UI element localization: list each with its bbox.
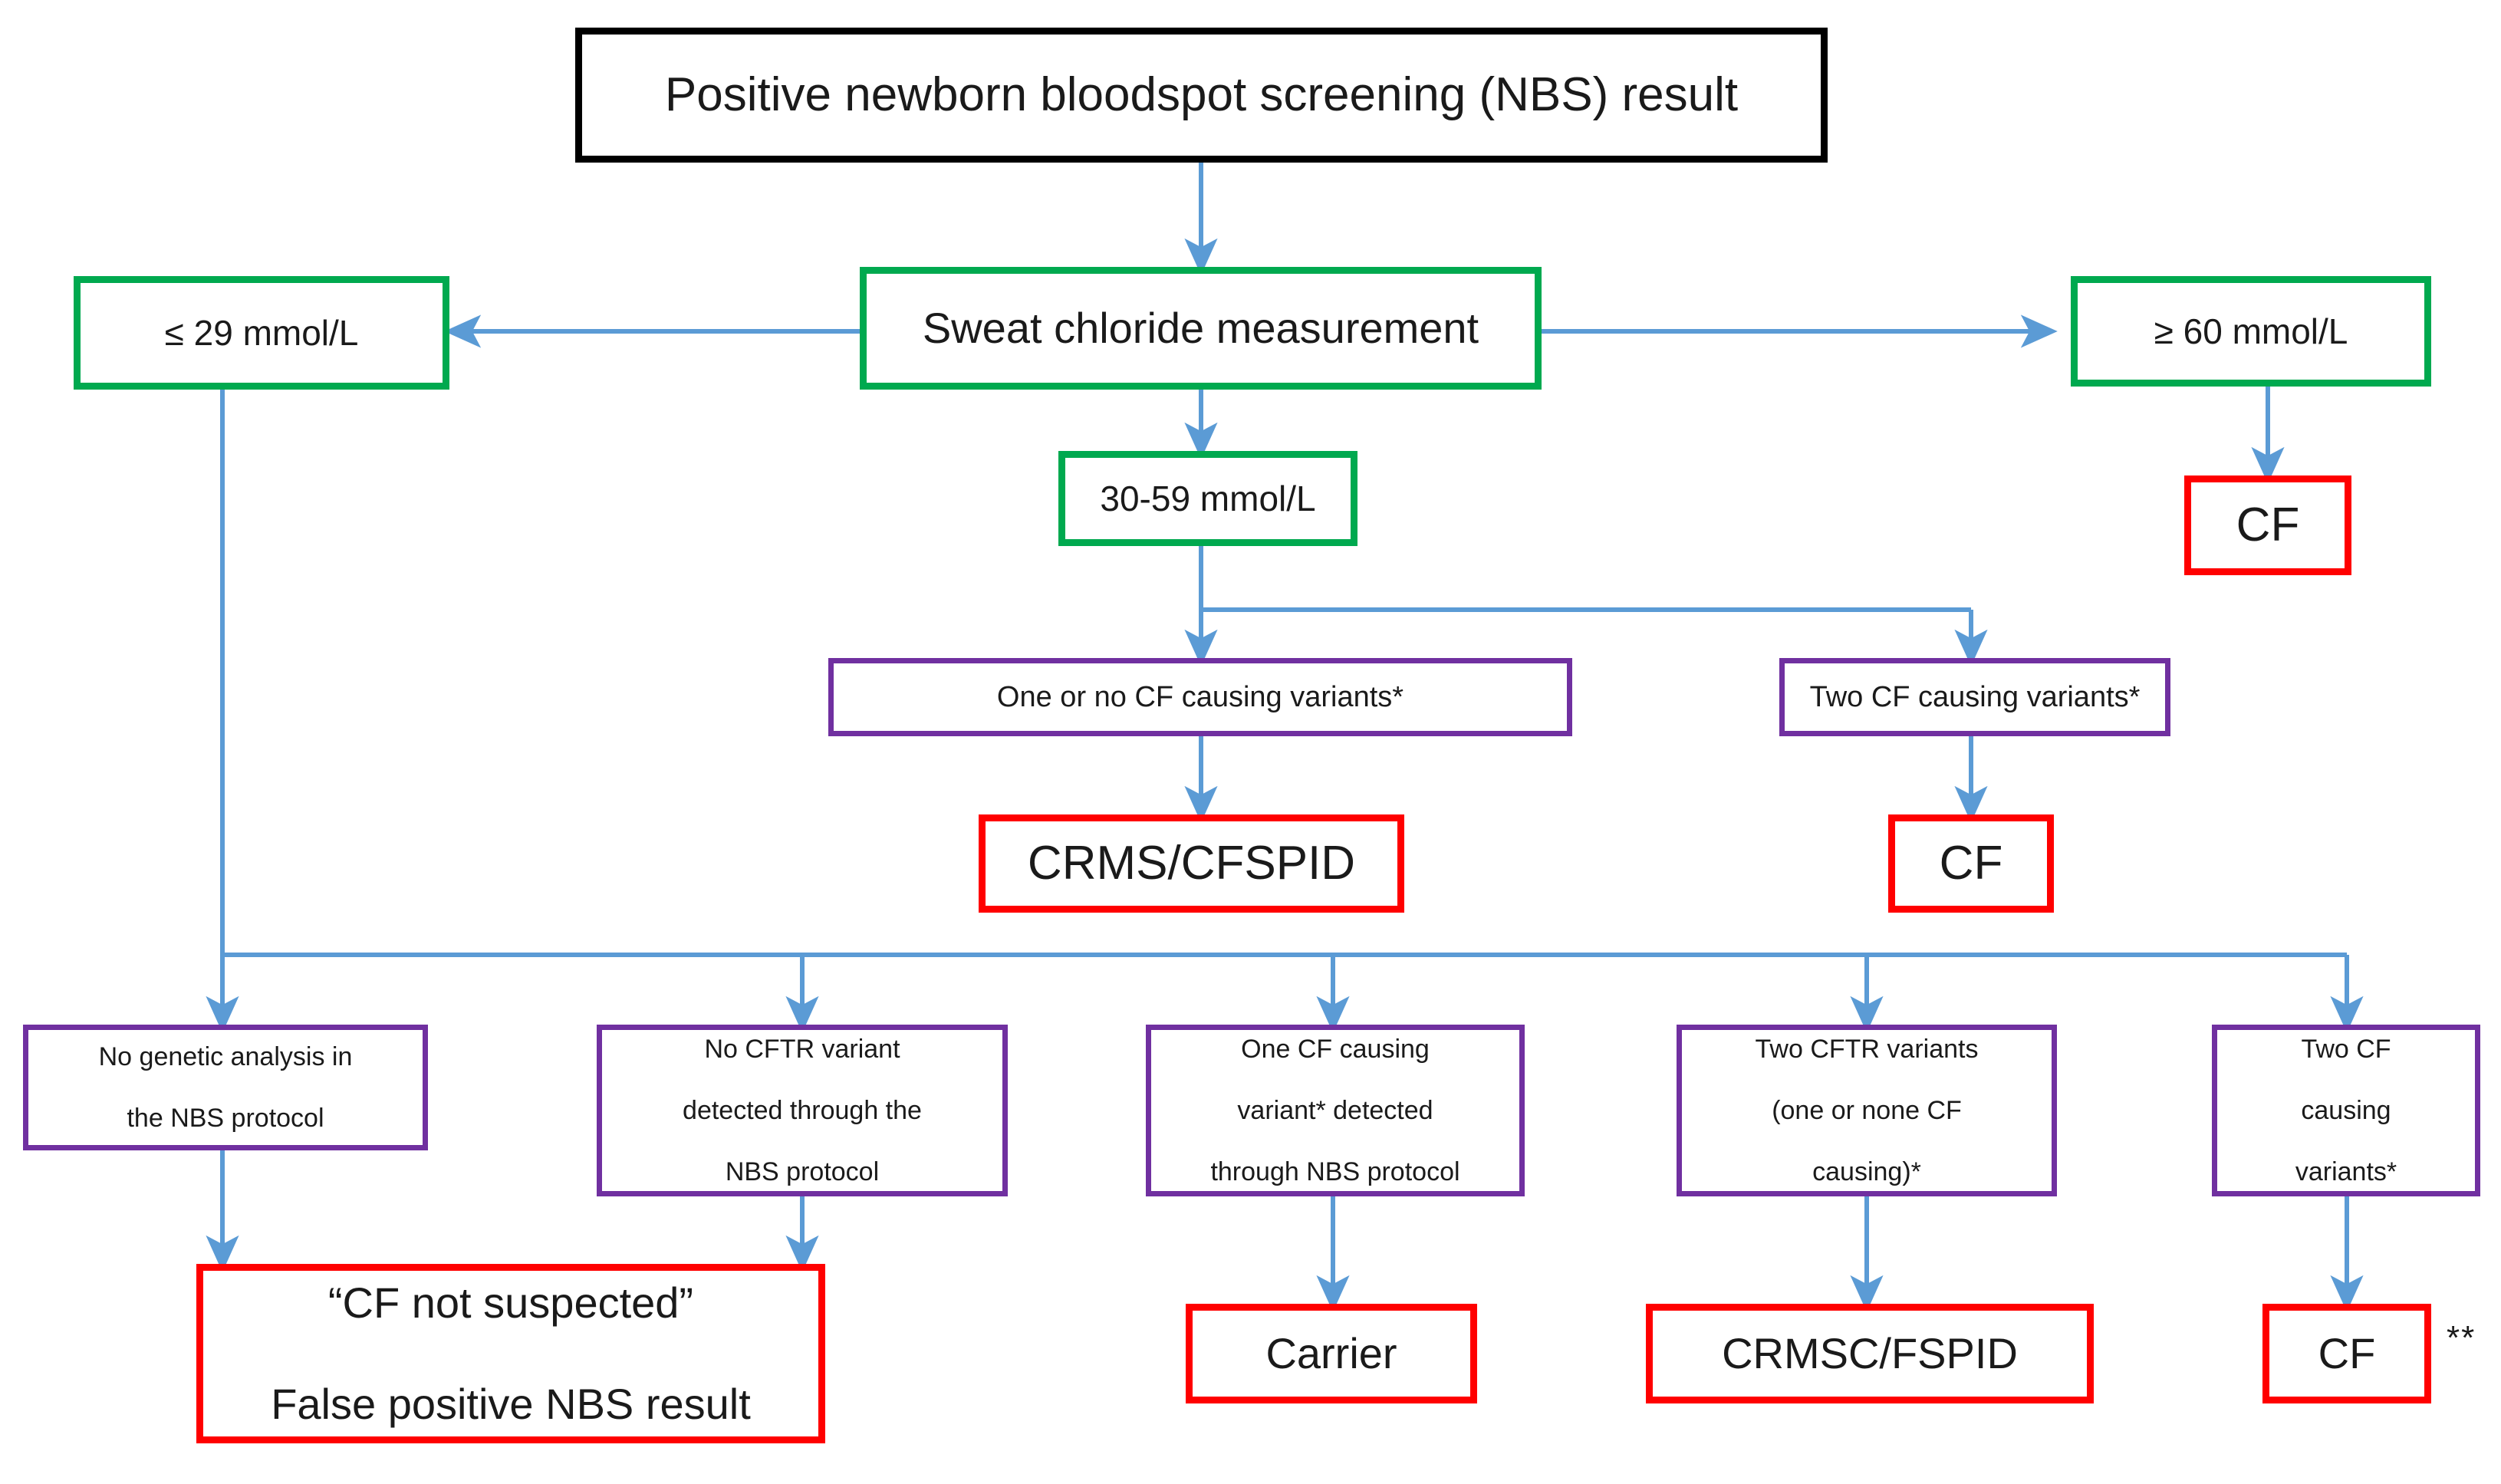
- node-label: Sweat chloride measurement: [922, 303, 1479, 352]
- node-label: Two CFTR variants (one or none CF causin…: [1690, 1034, 2044, 1188]
- node-one-or-no-cf-variants[interactable]: One or no CF causing variants*: [828, 658, 1572, 736]
- node-high-cf[interactable]: CF: [2184, 475, 2351, 575]
- node-label-line: (one or none CF: [1772, 1095, 1962, 1125]
- node-label: CF: [2236, 499, 2300, 552]
- node-cf-final[interactable]: CF: [2262, 1304, 2431, 1403]
- node-mid-30-59[interactable]: 30-59 mmol/L: [1058, 451, 1357, 546]
- node-label-line: the NBS protocol: [127, 1104, 324, 1134]
- node-no-cftr-variant[interactable]: No CFTR variant detected through the NBS…: [597, 1025, 1008, 1196]
- node-label: CRMSC/FSPID: [1722, 1328, 2018, 1377]
- node-positive-nbs-result[interactable]: Positive newborn bloodspot screening (NB…: [575, 28, 1828, 163]
- node-low-29[interactable]: ≤ 29 mmol/L: [74, 276, 449, 390]
- node-label-line: No CFTR variant: [704, 1034, 900, 1064]
- double-asterisk-text: **: [2447, 1319, 2476, 1357]
- node-label-line: “CF not suspected”: [327, 1278, 694, 1327]
- node-sweat-chloride-measurement[interactable]: Sweat chloride measurement: [860, 267, 1542, 390]
- node-mid-cf[interactable]: CF: [1888, 814, 2054, 913]
- node-label: Positive newborn bloodspot screening (NB…: [664, 68, 1739, 122]
- node-label-line: variants*: [2295, 1157, 2397, 1187]
- double-asterisk-note: **: [2447, 1319, 2476, 1357]
- node-label: “CF not suspected” False positive NBS re…: [211, 1278, 811, 1430]
- node-label-line: causing: [2301, 1095, 2391, 1125]
- node-two-cftr-variants[interactable]: Two CFTR variants (one or none CF causin…: [1677, 1025, 2057, 1196]
- node-crmsc-fspid[interactable]: CRMSC/FSPID: [1646, 1304, 2094, 1403]
- node-label: Two CF causing variants*: [1809, 680, 2141, 713]
- node-label: CF: [1939, 837, 2003, 890]
- node-label: No genetic analysis in the NBS protocol: [36, 1041, 415, 1134]
- node-label: ≤ 29 mmol/L: [164, 312, 359, 353]
- node-label-line: causing)*: [1812, 1157, 1921, 1187]
- node-label-line: False positive NBS result: [271, 1380, 751, 1429]
- node-carrier[interactable]: Carrier: [1186, 1304, 1477, 1403]
- node-no-genetic-analysis[interactable]: No genetic analysis in the NBS protocol: [23, 1025, 428, 1150]
- node-one-cf-variant-detected[interactable]: One CF causing variant* detected through…: [1146, 1025, 1525, 1196]
- node-label: One or no CF causing variants*: [996, 680, 1404, 713]
- node-label-line: Two CFTR variants: [1755, 1034, 1979, 1064]
- node-label: 30-59 mmol/L: [1100, 478, 1316, 518]
- node-cf-not-suspected[interactable]: “CF not suspected” False positive NBS re…: [196, 1264, 825, 1443]
- node-two-cf-variants-mid[interactable]: Two CF causing variants*: [1779, 658, 2170, 736]
- node-high-60[interactable]: ≥ 60 mmol/L: [2071, 276, 2431, 387]
- node-label-line: through NBS protocol: [1210, 1157, 1460, 1187]
- node-label: ≥ 60 mmol/L: [2154, 311, 2348, 351]
- node-label: CRMS/CFSPID: [1027, 837, 1356, 890]
- node-label-line: NBS protocol: [725, 1157, 880, 1187]
- node-label-line: Two CF: [2301, 1034, 2391, 1064]
- node-label: No CFTR variant detected through the NBS…: [610, 1034, 995, 1188]
- node-crms-cfspid[interactable]: CRMS/CFSPID: [979, 814, 1404, 913]
- node-label-line: variant* detected: [1237, 1095, 1433, 1125]
- node-label: Two CF causing variants*: [2225, 1034, 2467, 1188]
- node-label: One CF causing variant* detected through…: [1159, 1034, 1512, 1188]
- node-label: Carrier: [1265, 1328, 1397, 1377]
- node-label-line: One CF causing: [1241, 1034, 1430, 1064]
- node-label: CF: [2318, 1328, 2376, 1377]
- node-label-line: No genetic analysis in: [98, 1041, 353, 1071]
- node-two-cf-variants-bottom[interactable]: Two CF causing variants*: [2212, 1025, 2480, 1196]
- node-label-line: detected through the: [683, 1095, 922, 1125]
